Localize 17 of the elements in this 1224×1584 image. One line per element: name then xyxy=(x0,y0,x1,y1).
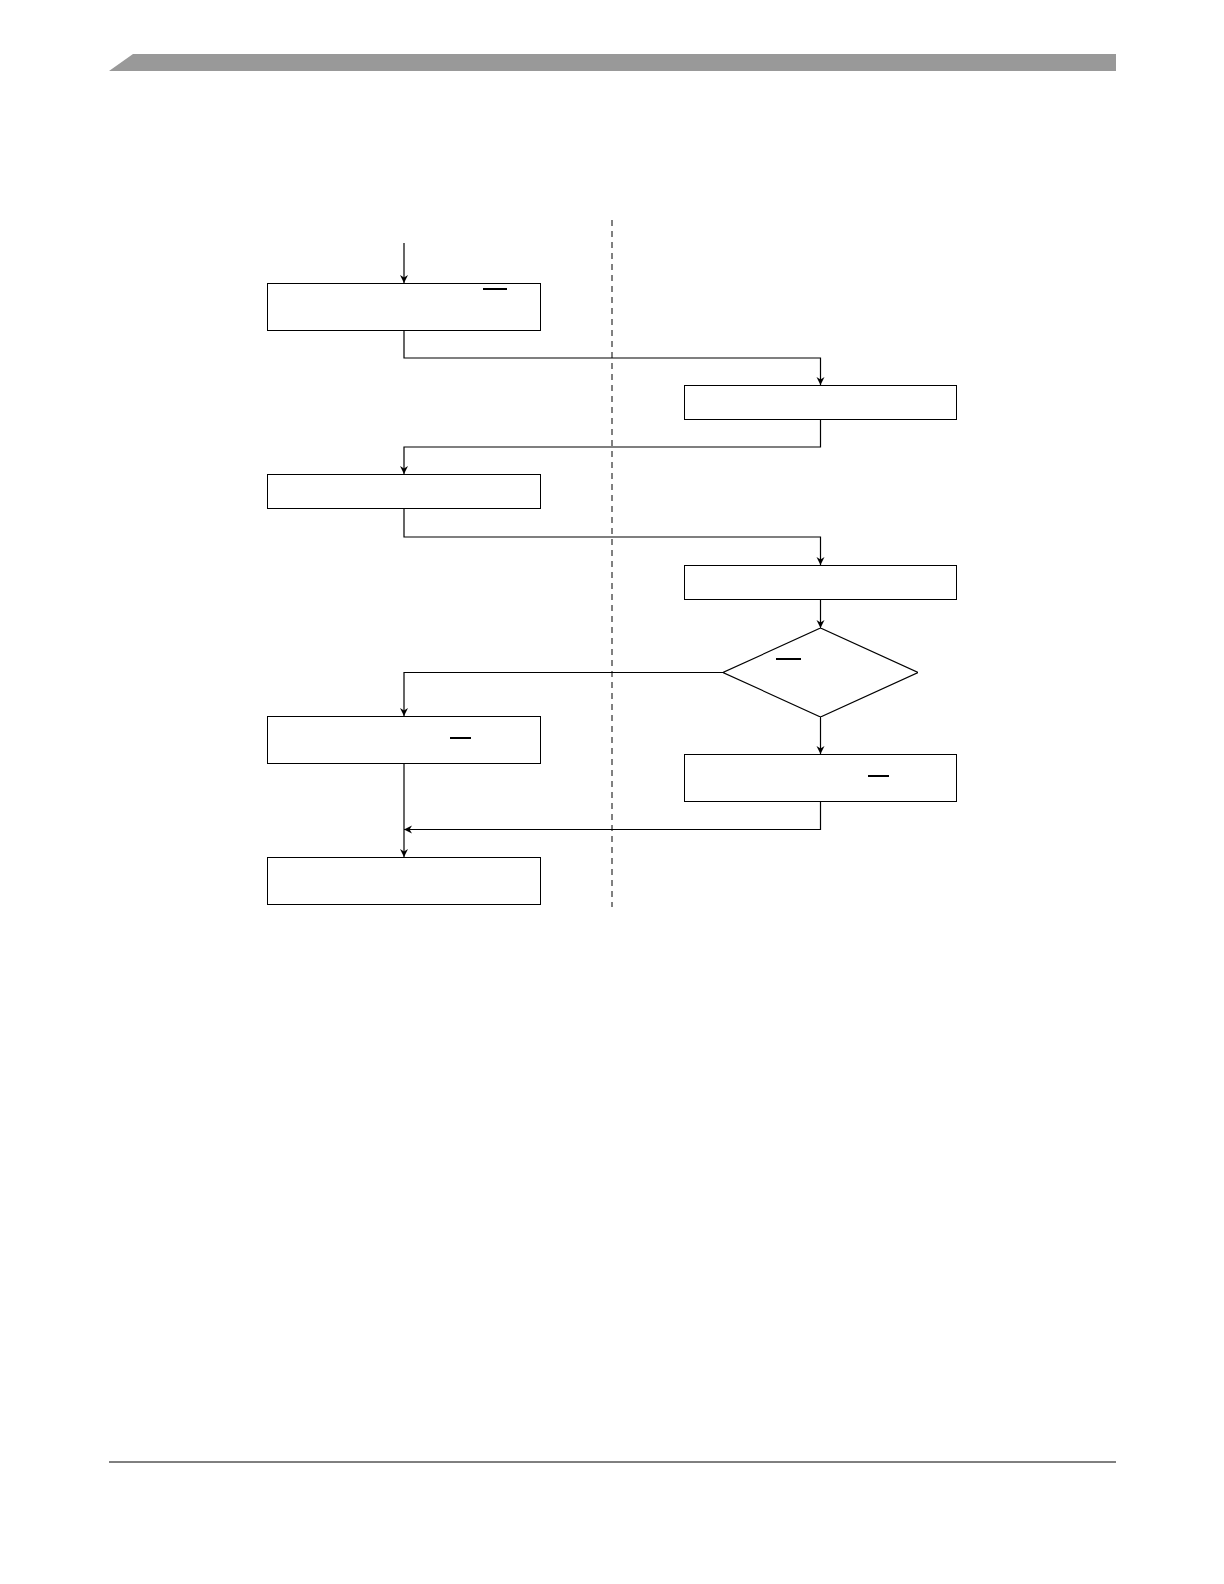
decision-diamond xyxy=(723,628,918,717)
arrow xyxy=(816,599,825,629)
arrow xyxy=(400,419,822,475)
arrow xyxy=(400,242,408,284)
process-box xyxy=(267,283,541,331)
process-box xyxy=(684,385,957,420)
arrow xyxy=(816,716,825,755)
arrow xyxy=(403,801,822,834)
arrow xyxy=(400,763,408,858)
process-box xyxy=(267,474,541,509)
process-box xyxy=(684,754,957,802)
arrow xyxy=(400,671,724,717)
process-box xyxy=(267,857,541,905)
arrow xyxy=(403,330,825,386)
process-box xyxy=(267,716,541,764)
process-box xyxy=(684,565,957,600)
arrow xyxy=(403,508,825,566)
